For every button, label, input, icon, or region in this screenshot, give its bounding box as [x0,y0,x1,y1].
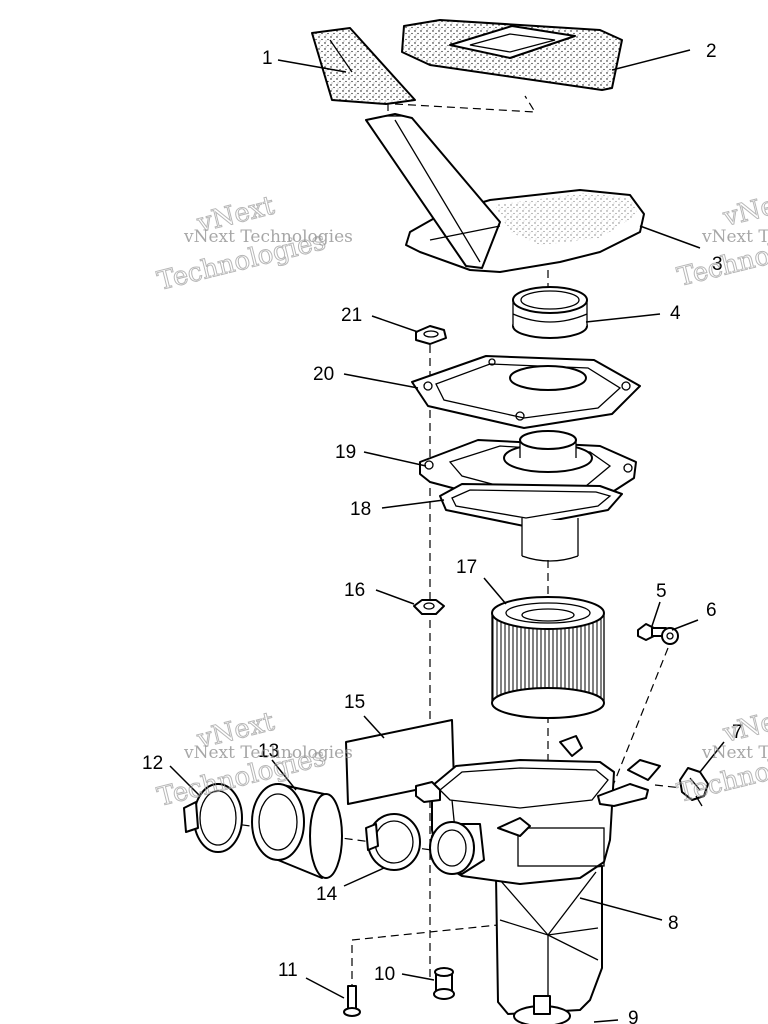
part-19-outlet-tube [521,518,579,562]
leader-15 [363,715,385,739]
callout-8: 8 [668,913,679,934]
part-8-air-box [415,735,661,1015]
leader-19 [363,451,427,467]
part-7-wing-nut [679,767,709,807]
part-21-fastener [415,325,447,345]
callout-12: 12 [142,753,163,774]
callout-21: 21 [341,305,362,326]
leader-21 [371,315,419,333]
part-17-filter [491,596,605,719]
watermark-top-left: vNext vNext Technologies Technologies [154,190,353,297]
watermark-text: vNext Technologies [183,227,353,247]
callout-16: 16 [344,580,365,601]
leader-17 [483,577,507,605]
leader-16 [375,589,415,605]
leader-1 [277,59,347,73]
watermark-brand: vNext [719,701,768,749]
leader-2 [611,49,691,71]
callout-1: 1 [262,48,273,69]
leader-9 [593,1019,619,1023]
part-18-gasket [439,483,623,527]
watermark-top-right: vNext vNext Technologies Technologies [674,184,768,293]
callout-15: 15 [344,692,365,713]
leader-10 [401,973,435,981]
callout-2: 2 [706,41,717,62]
part-2-foam-pad [401,19,623,91]
watermark-text: vNext Technologies [701,227,768,247]
callout-11: 11 [278,960,298,981]
callout-14: 14 [316,884,338,905]
callout-4: 4 [670,303,681,324]
leader-7 [699,741,725,773]
callout-20: 20 [313,364,334,385]
leader-8 [579,897,663,921]
leader-4 [585,313,661,323]
part-3-intake-lid [365,113,645,273]
leader-3 [639,225,701,249]
watermark-bottom-right: vNext vNext Technologies Technologies [674,700,768,809]
callout-6: 6 [706,600,717,621]
part-4-coupler [512,286,588,339]
leader-6 [671,619,699,631]
watermark-brand: vNext [719,185,768,233]
watermark-text: vNext Technologies [183,743,353,763]
watermark-text: vNext Technologies [701,743,768,763]
part-13-intake-boot [251,783,343,879]
part-11-screw [343,985,361,1017]
callout-9: 9 [628,1008,639,1024]
callout-19: 19 [335,442,356,463]
part-1-snorkel-foam [311,27,416,105]
callout-7: 7 [732,722,743,743]
callout-labels: 1 2 3 4 5 6 7 8 9 10 11 12 13 14 15 16 1… [142,41,743,1024]
callout-5: 5 [656,581,667,602]
part-6-washer [661,627,679,645]
leader-14 [343,867,385,887]
callout-18: 18 [350,499,371,520]
leader-12 [169,765,201,797]
part-16-nut [413,599,445,615]
leader-11 [305,977,345,999]
part-9-drain-plug [513,995,571,1024]
part-20-top-plate [411,355,641,429]
leader-20 [343,373,419,389]
leader-lines [169,49,725,1023]
callout-13: 13 [258,741,279,762]
leader-5 [651,601,661,627]
callout-17: 17 [456,557,477,578]
leader-13 [271,759,297,791]
callout-3: 3 [712,254,723,275]
callout-10: 10 [374,964,395,985]
part-14-clamp [365,813,421,871]
leader-18 [381,499,445,509]
part-10-grommet [433,967,455,1000]
part-12-clamp [183,783,243,853]
